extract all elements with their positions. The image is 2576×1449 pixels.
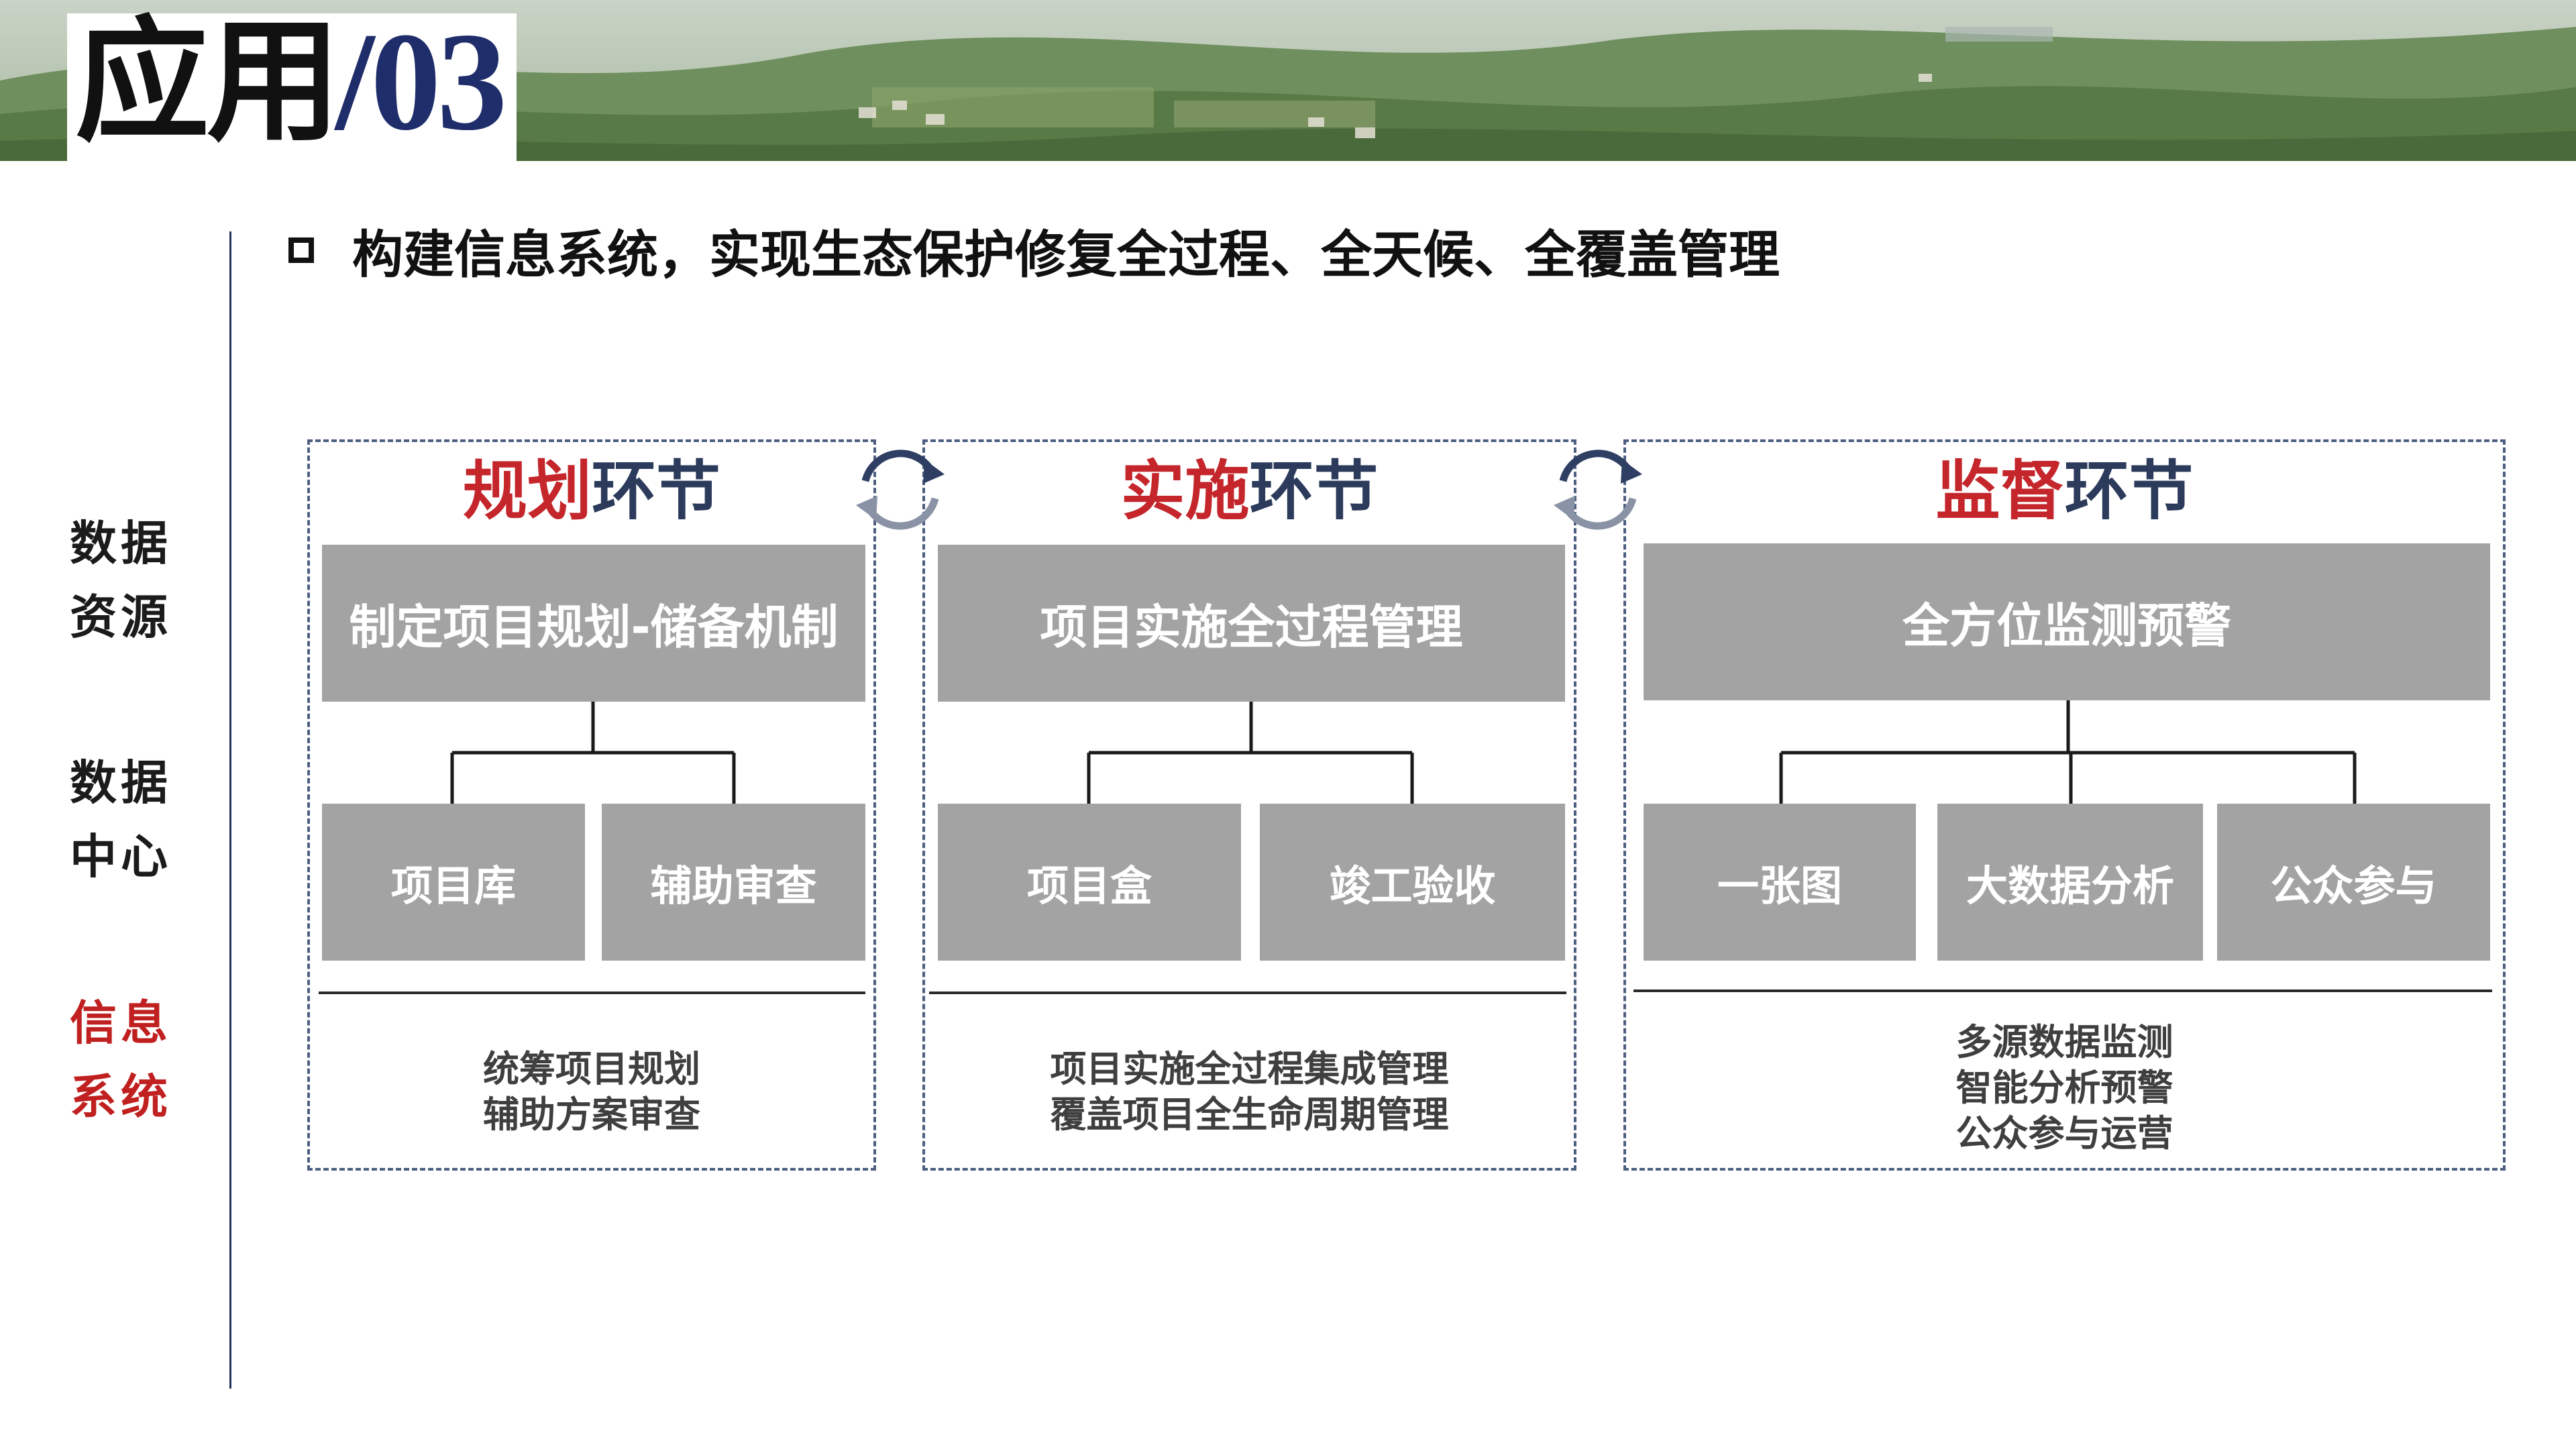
description-line: 覆盖项目全生命周期管理 xyxy=(1050,1093,1449,1136)
description-line: 智能分析预警 xyxy=(1955,1067,2174,1109)
sub-box: 大数据分析 xyxy=(1937,804,2203,961)
panel-title: 实施环节 xyxy=(922,451,1576,531)
description-line: 辅助方案审查 xyxy=(483,1093,700,1136)
panel-supervision xyxy=(1623,439,2506,1171)
title-background xyxy=(67,13,517,161)
sub-box: 辅助审查 xyxy=(602,804,865,961)
divider xyxy=(319,991,865,994)
square-bullet-icon xyxy=(288,237,314,263)
divider xyxy=(1633,989,2492,992)
panel-title: 监督环节 xyxy=(1623,451,2506,531)
nav-item-label-line1: 数据 xyxy=(70,755,172,810)
nav-item-data-resource[interactable]: 数据 资源 xyxy=(54,506,188,654)
sub-box: 项目盒 xyxy=(938,804,1241,961)
panel-description: 统筹项目规划 辅助方案审查 xyxy=(307,1046,876,1138)
sub-box: 项目库 xyxy=(322,804,585,961)
sub-box: 公众参与 xyxy=(2217,804,2490,961)
section-number: /03 xyxy=(335,4,507,160)
description-line: 公众参与运营 xyxy=(1955,1112,2174,1155)
panel-description: 多源数据监测 智能分析预警 公众参与运营 xyxy=(1623,1020,2506,1157)
nav-item-data-center[interactable]: 数据 中心 xyxy=(54,746,188,894)
main-box: 制定项目规划-储备机制 xyxy=(322,545,865,702)
panel-title-highlight: 监督 xyxy=(1935,453,2065,529)
header-banner xyxy=(0,0,2576,161)
sub-box: 一张图 xyxy=(1644,804,1916,961)
section-subtitle: 构建信息系统，实现生态保护修复全过程、全天候、全覆盖管理 xyxy=(352,225,1780,284)
main-box: 项目实施全过程管理 xyxy=(938,545,1565,702)
panel-planning xyxy=(307,439,876,1171)
nav-divider xyxy=(229,231,231,1389)
divider xyxy=(929,991,1566,994)
main-box: 全方位监测预警 xyxy=(1644,543,2490,700)
nav-item-info-system[interactable]: 信息 系统 xyxy=(54,986,188,1134)
panel-implementation xyxy=(922,439,1576,1171)
panel-description: 项目实施全过程集成管理 覆盖项目全生命周期管理 xyxy=(922,1046,1576,1138)
cycle-arrows-icon xyxy=(1554,449,1642,530)
panel-title: 规划环节 xyxy=(307,451,876,531)
panel-title-rest: 环节 xyxy=(1249,453,1379,529)
cycle-arrows-icon xyxy=(856,449,945,530)
nav-item-label-line1: 信息 xyxy=(70,996,172,1051)
description-line: 项目实施全过程集成管理 xyxy=(1050,1048,1449,1090)
panel-title-highlight: 实施 xyxy=(1120,453,1250,529)
panel-title-rest: 环节 xyxy=(2064,453,2194,529)
panel-title-rest: 环节 xyxy=(592,453,720,529)
page-title: 应用 xyxy=(75,3,341,160)
description-line: 多源数据监测 xyxy=(1955,1021,2174,1063)
nav-item-label-line1: 数据 xyxy=(70,516,172,571)
sub-box: 竣工验收 xyxy=(1260,804,1565,961)
nav-item-label-line2: 中心 xyxy=(70,829,172,884)
nav-item-label-line2: 系统 xyxy=(70,1069,172,1124)
nav-item-label-line2: 资源 xyxy=(70,590,172,645)
description-line: 统筹项目规划 xyxy=(483,1048,700,1090)
panel-title-highlight: 规划 xyxy=(463,453,592,529)
